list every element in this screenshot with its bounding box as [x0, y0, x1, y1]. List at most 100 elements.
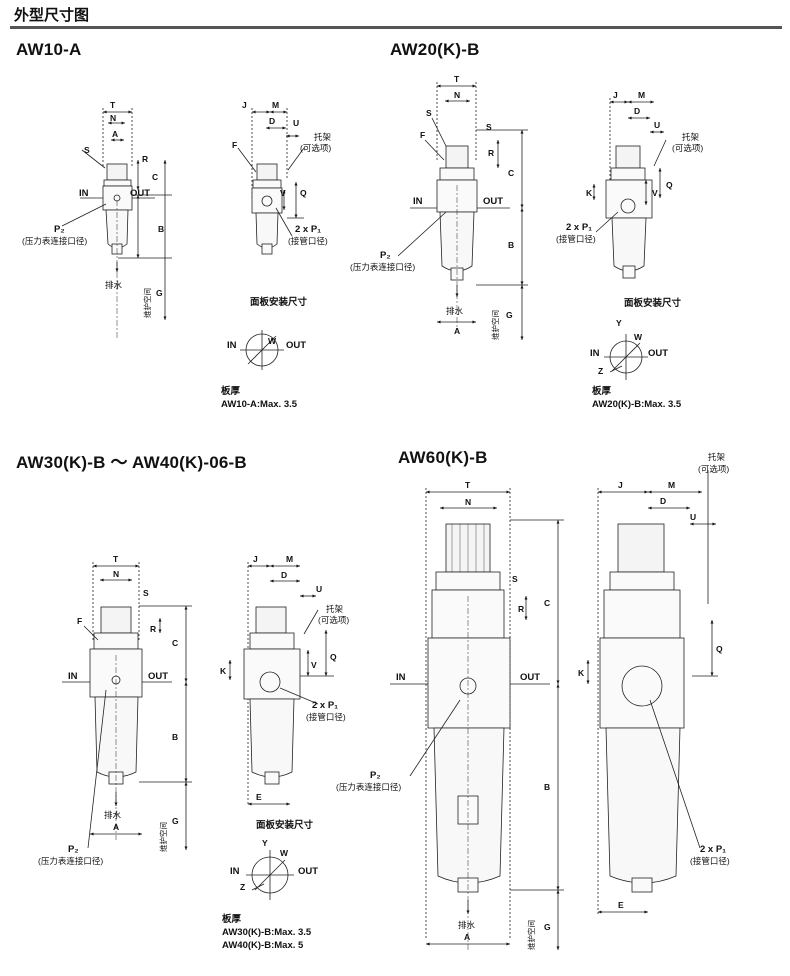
dim-N: N: [113, 569, 119, 579]
dim-V: V: [311, 660, 317, 670]
label-bracket: 托架: [708, 452, 726, 462]
dim-M: M: [668, 480, 675, 490]
dim-N: N: [110, 113, 116, 123]
aw20-front-labels: T N S S F R C B G A IN OUT P₂ (压力表连接口径) …: [350, 74, 514, 340]
aw20-panel-cutout: [604, 334, 648, 380]
title-rule: [10, 26, 782, 29]
dim-Z: Z: [240, 882, 245, 892]
label-out: OUT: [520, 672, 540, 683]
dim-U: U: [654, 120, 660, 130]
dim-M: M: [272, 100, 279, 110]
dim-D: D: [269, 116, 275, 126]
dim-G: G: [544, 922, 551, 932]
dim-A: A: [464, 932, 470, 942]
dim-T: T: [454, 74, 460, 84]
label-maintenance: 维护空间: [142, 288, 152, 318]
dim-C: C: [508, 168, 514, 178]
label-plate: 板厚: [222, 913, 242, 925]
label-bracket: 托架: [314, 132, 332, 142]
model-title-aw60: AW60(K)-B: [398, 448, 488, 467]
plate-note: AW40(K)-B:Max. 5: [222, 940, 304, 951]
aw60-front-view: [390, 488, 564, 950]
aw30-40-side-labels: J M D U K V Q E 托架 (可选项) 2 x P₁ (接管口径) 面…: [220, 554, 349, 831]
aw30-40-front-labels: T N S F R C B G A IN OUT P₂ (压力表连接口径) 排水…: [38, 554, 179, 866]
plate-note: AW10-A:Max. 3.5: [221, 399, 298, 410]
aw30-40-front-view: [62, 562, 192, 850]
dim-R: R: [518, 604, 524, 614]
dim-W: W: [268, 336, 277, 346]
dim-J: J: [242, 100, 247, 110]
dim-F: F: [77, 616, 82, 626]
dim-C: C: [544, 598, 550, 608]
dim-U: U: [293, 118, 299, 128]
aw20-side-labels: J M D U K V Q 托架 (可选项) 2 x P₁ (接管口径) 面板安…: [556, 90, 703, 309]
dim-V: V: [652, 188, 658, 198]
label-maintenance: 维护空间: [490, 310, 500, 340]
dim-D: D: [281, 570, 287, 580]
dim-U: U: [316, 584, 322, 594]
dim-D: D: [660, 496, 666, 506]
dim-C: C: [172, 638, 178, 648]
label-panel-mount: 面板安装尺寸: [250, 296, 308, 308]
label-p2: P₂: [370, 770, 381, 781]
label-in: IN: [230, 866, 240, 877]
label-drain: 排水: [458, 920, 476, 930]
dim-J: J: [618, 480, 623, 490]
label-bracket-desc: (可选项): [318, 615, 349, 625]
label-plate: 板厚: [592, 385, 612, 397]
dim-B: B: [158, 224, 164, 234]
label-plate: 板厚: [221, 385, 241, 397]
label-p1-desc: (接管口径): [288, 236, 328, 246]
label-drain: 排水: [105, 280, 123, 290]
plate-note: AW20(K)-B:Max. 3.5: [592, 399, 682, 410]
dim-B: B: [544, 782, 550, 792]
label-in: IN: [227, 340, 237, 351]
dim-T: T: [110, 100, 116, 110]
dim-R: R: [142, 154, 148, 164]
label-p2-desc: (压力表连接口径): [336, 782, 401, 792]
dim-V: V: [280, 188, 286, 198]
label-p2: P₂: [68, 844, 79, 855]
label-out: OUT: [286, 340, 306, 351]
label-in: IN: [79, 188, 89, 199]
label-maintenance: 维护空间: [526, 920, 536, 950]
dim-B: B: [508, 240, 514, 250]
aw60-front-labels: T N S R C B G A IN OUT P₂ (压力表连接口径) 排水 维…: [336, 480, 551, 950]
dim-A: A: [113, 822, 119, 832]
aw30-40-panel-cutout: [246, 850, 294, 900]
dim-G: G: [172, 816, 179, 826]
model-title-aw30-40: AW30(K)-B ～ AW40(K)-06-B: [16, 453, 247, 472]
label-p2-desc: (压力表连接口径): [350, 262, 415, 272]
label-out: OUT: [648, 348, 668, 359]
label-p2: P₂: [54, 224, 65, 235]
dim-U: U: [690, 512, 696, 522]
dim-Q: Q: [716, 644, 723, 654]
dim-B: B: [172, 732, 178, 742]
dim-J: J: [613, 90, 618, 100]
label-bracket: 托架: [682, 132, 700, 142]
aw60-side-labels: J M D U K Q E 托架 (可选项) 2 x P₁ (接管口径): [578, 452, 730, 910]
dim-Y: Y: [616, 318, 622, 328]
label-out: OUT: [130, 188, 150, 199]
dim-D: D: [634, 106, 640, 116]
dim-S: S: [512, 574, 518, 584]
dim-M: M: [286, 554, 293, 564]
label-p1-desc: (接管口径): [556, 234, 596, 244]
label-in: IN: [68, 671, 78, 682]
dim-S: S: [486, 122, 492, 132]
aw10-panel-cutout: [240, 330, 284, 370]
aw60-side-view: [586, 470, 718, 916]
dim-K: K: [586, 188, 593, 198]
label-bracket-desc: (可选项): [698, 464, 729, 474]
dim-F: F: [420, 130, 425, 140]
dim-R: R: [488, 148, 494, 158]
dim-C: C: [152, 172, 158, 182]
label-bracket: 托架: [326, 604, 344, 614]
dim-Q: Q: [666, 180, 673, 190]
plate-note: AW30(K)-B:Max. 3.5: [222, 927, 312, 938]
dim-T: T: [465, 480, 471, 490]
label-panel-mount: 面板安装尺寸: [624, 297, 682, 309]
aw20-side-view: [592, 98, 667, 279]
dim-J: J: [253, 554, 258, 564]
